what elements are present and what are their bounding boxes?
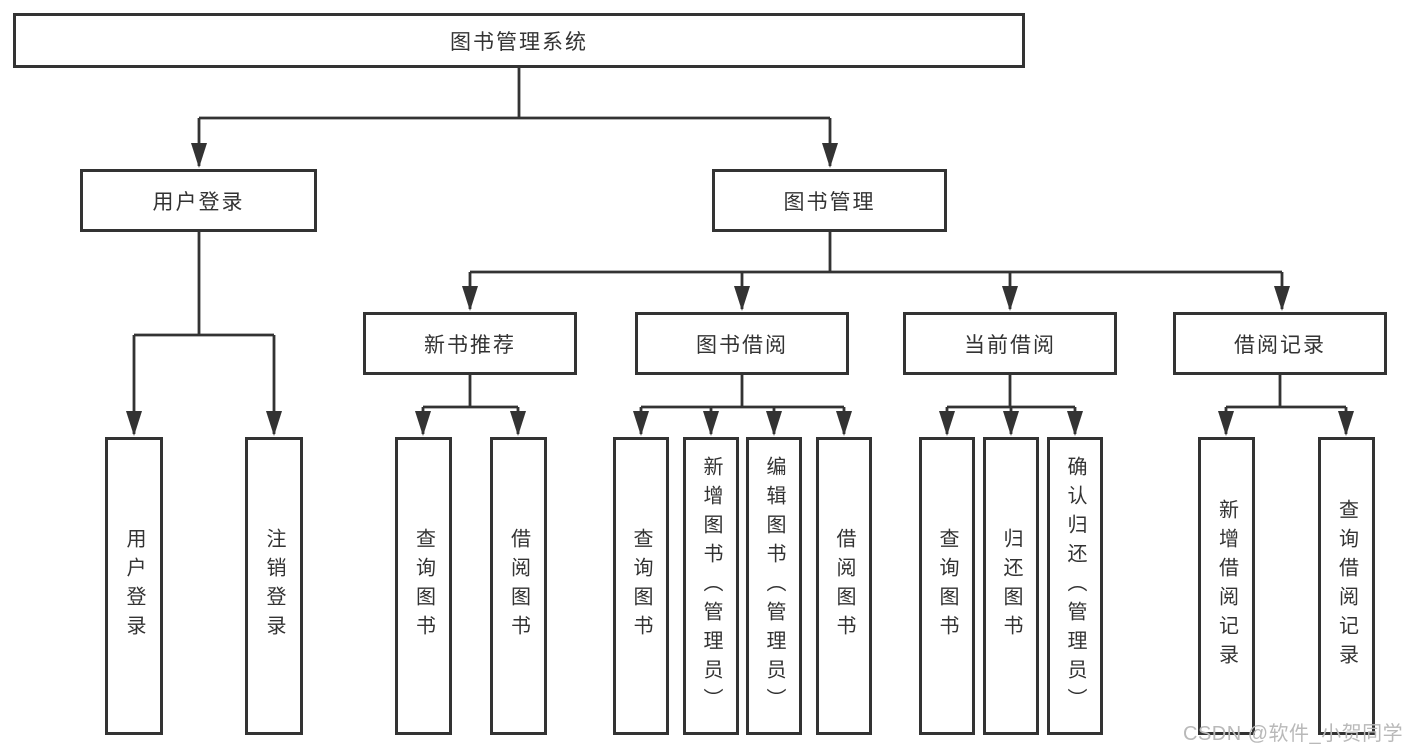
leaf-confirm-return-admin: 确认归还（管理员） — [1047, 437, 1103, 735]
leaf-add-borrow-record: 新增借阅记录 — [1198, 437, 1255, 735]
connector-borrow-records — [1224, 375, 1348, 434]
node-current-borrow: 当前借阅 — [903, 312, 1117, 375]
connector-book-mgmt — [468, 232, 1284, 309]
leaf-borrow-books-1: 借阅图书 — [490, 437, 547, 735]
leaf-query-books-1: 查询图书 — [395, 437, 452, 735]
node-borrow-records: 借阅记录 — [1173, 312, 1387, 375]
leaf-return-books: 归还图书 — [983, 437, 1039, 735]
connector-new-books — [421, 375, 520, 434]
leaf-edit-books-admin: 编辑图书（管理员） — [746, 437, 802, 735]
connector-book-borrow — [639, 375, 846, 434]
leaf-borrow-books-2: 借阅图书 — [816, 437, 872, 735]
leaf-query-books-3: 查询图书 — [919, 437, 975, 735]
leaf-query-books-2: 查询图书 — [613, 437, 669, 735]
leaf-query-borrow-record: 查询借阅记录 — [1318, 437, 1375, 735]
leaf-add-books-admin: 新增图书（管理员） — [683, 437, 739, 735]
node-book-borrow: 图书借阅 — [635, 312, 849, 375]
connector-user-login — [132, 232, 276, 434]
watermark: CSDN @软件_小贺同学 — [1183, 723, 1404, 745]
node-book-management: 图书管理 — [712, 169, 947, 232]
leaf-logout: 注销登录 — [245, 437, 303, 735]
leaf-user-login: 用户登录 — [105, 437, 163, 735]
node-book-management-system: 图书管理系统 — [13, 13, 1025, 68]
node-user-login: 用户登录 — [80, 169, 317, 232]
connector-root — [197, 68, 832, 166]
node-new-book-recommend: 新书推荐 — [363, 312, 577, 375]
